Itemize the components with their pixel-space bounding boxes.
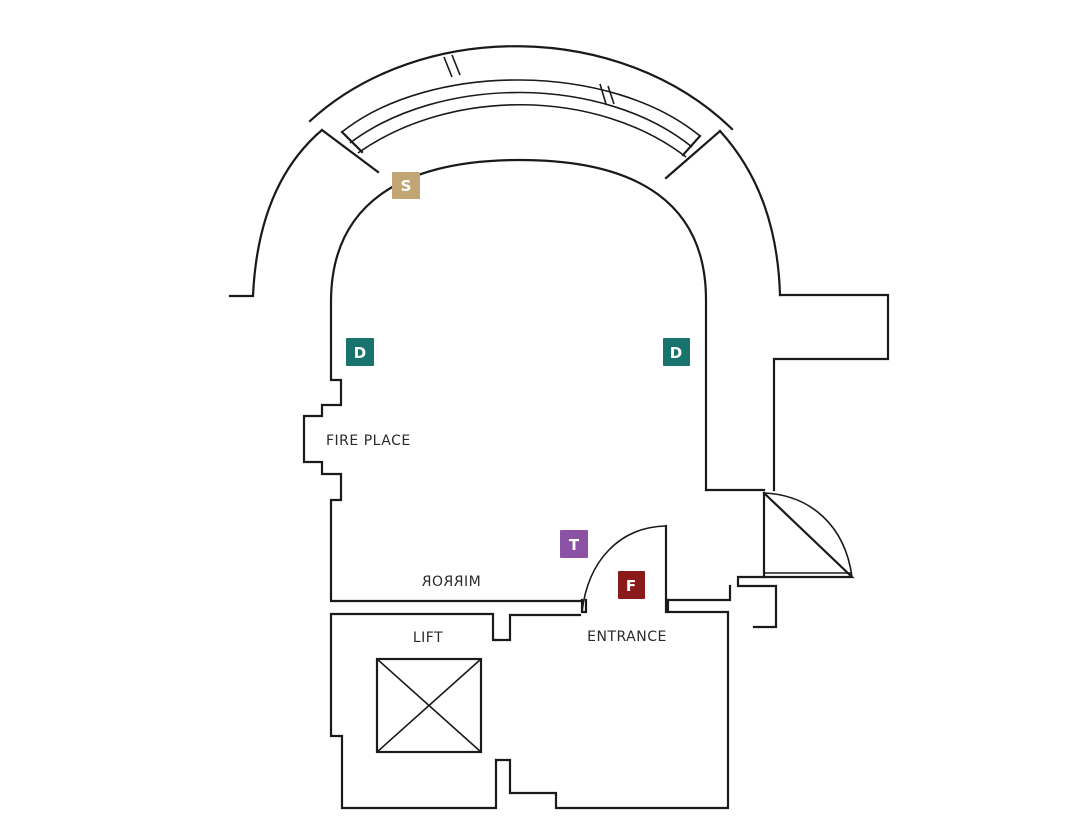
- window-arc-inner: [357, 103, 687, 158]
- marker-f[interactable]: F: [618, 571, 645, 599]
- marker-s-tile: [392, 172, 420, 199]
- marker-f-tile: [618, 571, 645, 599]
- marker-s[interactable]: S: [392, 172, 420, 199]
- marker-f-letter: F: [626, 577, 636, 595]
- marker-t-letter: T: [569, 536, 580, 554]
- outer-arc-wall-top: [308, 45, 734, 131]
- fireplace-label: FIRE PLACE: [326, 433, 411, 449]
- lift-room-wall: [329, 612, 498, 810]
- window-arc-mid: [349, 91, 693, 148]
- entrance-label: ENTRANCE: [587, 629, 667, 645]
- marker-d-left-letter: D: [354, 344, 366, 362]
- marker-s-letter: S: [401, 177, 412, 195]
- right-corridor-wall: [666, 575, 778, 629]
- entrance-door-swing: [581, 525, 667, 613]
- outer-arc-wall-right: [718, 129, 782, 297]
- marker-d-right-tile: [663, 338, 690, 366]
- marker-d-right-letter: D: [670, 344, 682, 362]
- lift-shaft: [375, 657, 483, 754]
- inner-hall-wall: [302, 158, 708, 603]
- entrance-room-wall: [494, 598, 730, 810]
- window-mullion-2: [599, 83, 615, 105]
- side-door-swing: [763, 492, 853, 578]
- marker-d-right[interactable]: D: [663, 338, 690, 366]
- marker-d-left-tile: [346, 338, 374, 366]
- marker-t[interactable]: T: [560, 530, 588, 558]
- window-arc-outer: [341, 79, 701, 137]
- lift-cross: [376, 658, 482, 753]
- right-wing-wall: [772, 293, 890, 492]
- outer-arc-wall-left: [228, 128, 324, 298]
- entrance-jambs: [580, 598, 588, 614]
- marker-t-tile: [560, 530, 588, 558]
- mirror-label: MIRROR: [421, 574, 480, 590]
- window-mullion-1: [443, 54, 461, 78]
- window-jamb-left: [320, 128, 380, 174]
- marker-d-left[interactable]: D: [346, 338, 374, 366]
- side-door-frame: [704, 488, 855, 579]
- lift-label: LIFT: [413, 630, 443, 646]
- window-jamb-right: [664, 129, 722, 180]
